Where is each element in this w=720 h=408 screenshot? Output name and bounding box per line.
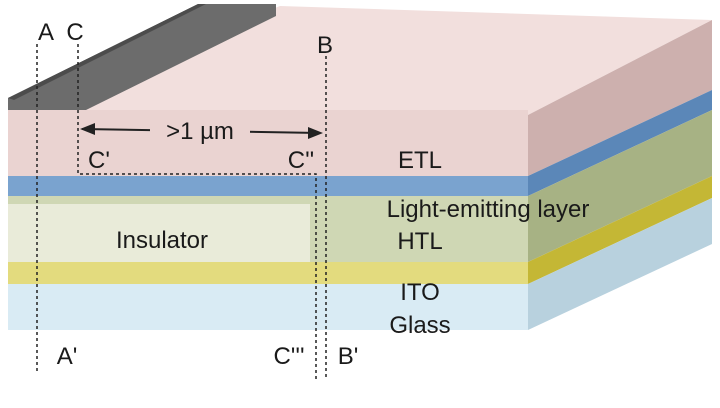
marker-c-double-prime: C''	[288, 147, 315, 174]
electrode-strip	[8, 4, 276, 110]
emitting-side-face	[528, 90, 712, 196]
emitting-layer-label: Light-emitting layer	[387, 196, 590, 223]
etl-side-face	[528, 20, 712, 176]
insulator-region	[8, 204, 310, 262]
slab-top-face	[8, 6, 712, 115]
etl-label: ETL	[398, 147, 442, 174]
glass-layer	[8, 284, 528, 330]
glass-side-face	[528, 198, 712, 330]
marker-c: C	[66, 19, 83, 46]
section-path-c	[77, 110, 317, 380]
dimension-arrow-left-head	[80, 123, 95, 135]
marker-c-triple-prime: C'''	[273, 343, 304, 370]
marker-b-prime: B'	[338, 343, 359, 370]
etl-layer	[8, 110, 528, 176]
htl-side-face	[528, 110, 712, 262]
ito-label: ITO	[400, 279, 440, 306]
ito-layer	[8, 262, 528, 284]
marker-a: A	[38, 19, 54, 46]
dimension-arrow-right-head	[308, 127, 323, 139]
marker-a-prime: A'	[57, 343, 78, 370]
marker-b: B	[317, 32, 333, 59]
electrode-edge	[8, 4, 206, 100]
dimension-label: >1 µm	[166, 118, 234, 145]
htl-label: HTL	[397, 228, 442, 255]
dimension-label-backdrop	[150, 116, 250, 144]
glass-label: Glass	[389, 312, 450, 339]
insulator-label: Insulator	[116, 227, 208, 254]
emitting-layer	[8, 176, 528, 196]
ito-side-face	[528, 176, 712, 284]
marker-c-prime: C'	[88, 147, 110, 174]
